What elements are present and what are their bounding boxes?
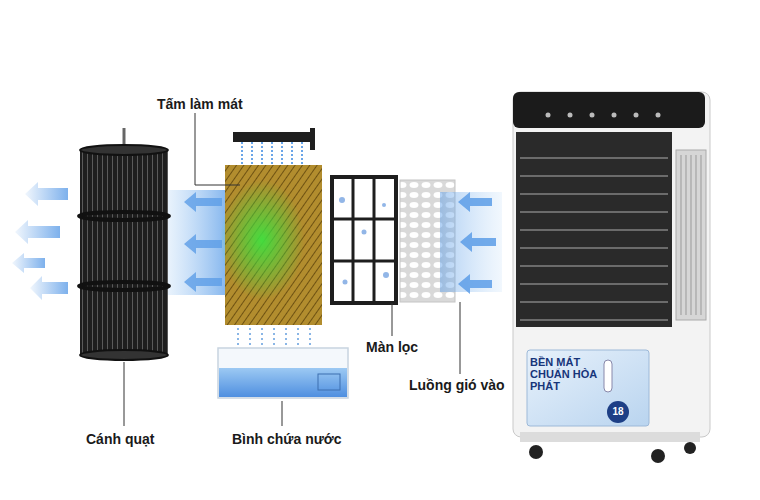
part-label: Bình chứa nước [232,431,342,447]
part-label: Luồng gió vào [409,377,505,393]
part-label: Cánh quạt [86,431,154,447]
warranty-badge: 18 [609,406,627,418]
part-label: Tấm làm mát [157,96,243,112]
part-label: Màn lọc [366,339,418,355]
product-slogan: BỀN MÁT CHUẨN HÒA PHÁT [530,356,608,392]
